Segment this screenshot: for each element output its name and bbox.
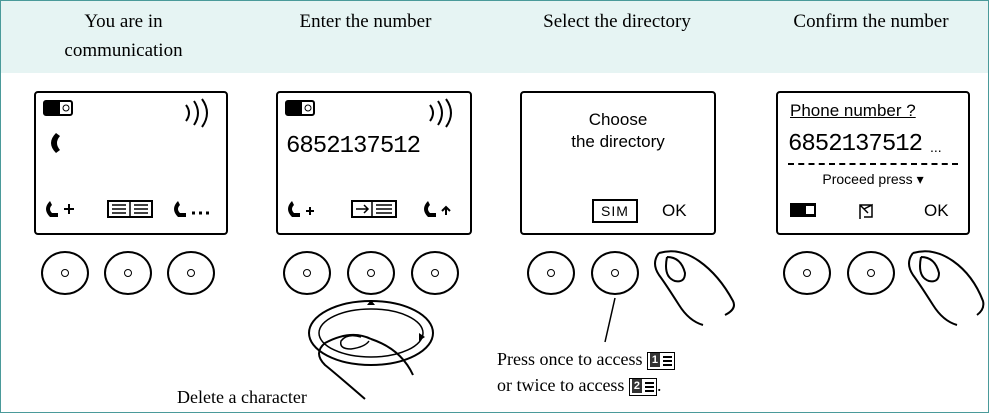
directory-1-icon: 1: [646, 351, 675, 370]
screen-3-title-line2: the directory: [571, 132, 665, 151]
proceed-press-label: Proceed press: [822, 171, 913, 187]
header-band: You are in communication Enter the numbe…: [1, 1, 988, 73]
phone3-left-button[interactable]: [527, 251, 575, 295]
sim-softkey[interactable]: SIM: [592, 199, 638, 223]
phone2-left-button[interactable]: [283, 251, 331, 295]
directory-2-icon: 2: [628, 377, 657, 396]
phone2-right-button[interactable]: [411, 251, 459, 295]
step-1-header-line2: communication: [64, 40, 183, 61]
ok-softkey-confirm[interactable]: OK: [924, 201, 949, 220]
press-twice-text: or twice to access: [497, 375, 625, 395]
screen-3-title-line1: Choose: [588, 110, 648, 129]
phone-screen-4: Phone number ? 6852137512 ... Proceed pr…: [776, 91, 970, 235]
phone-screen-3: Choose the directory SIM OK: [520, 91, 716, 235]
pressing-finger-3: [654, 250, 735, 326]
number-ellipsis: ...: [930, 139, 942, 155]
phone-screen-1: [34, 91, 228, 235]
press-once-note: Press once to access 1: [497, 349, 675, 370]
phone2-middle-button[interactable]: [347, 251, 395, 295]
press-once-text: Press once to access: [497, 349, 643, 369]
phone-screen-2: 6852137512: [276, 91, 472, 235]
ok-softkey[interactable]: OK: [662, 201, 687, 220]
phone3-middle-button[interactable]: [591, 251, 639, 295]
down-arrow-icon: ▾: [916, 171, 924, 187]
press-twice-period: .: [656, 375, 662, 395]
directory-2-number: 2: [631, 378, 642, 393]
phone-number-question: Phone number ?: [790, 101, 916, 120]
step-4-header: Confirm the number: [793, 11, 949, 32]
screen-3-title: Choose the directory: [522, 109, 714, 153]
press-twice-note: or twice to access 2.: [497, 375, 661, 396]
phone1-right-button[interactable]: [167, 251, 215, 295]
pointer-line: [604, 297, 616, 343]
phone4-middle-button[interactable]: [847, 251, 895, 295]
step-2-header: Enter the number: [299, 11, 432, 32]
screen-4-icons: [790, 203, 873, 219]
pressing-finger-4: [908, 250, 985, 326]
entered-number: 6852137512: [286, 133, 421, 160]
dial-wheel-finger: [308, 300, 434, 400]
step-3-header: Select the directory: [543, 11, 691, 32]
proceed-press-text: Proceed press ▾: [778, 171, 968, 188]
phone1-middle-button[interactable]: [104, 251, 152, 295]
screen-2-icons: [285, 98, 452, 218]
step-1-header-line1: You are in: [84, 11, 163, 32]
delete-character-note: Delete a character: [177, 387, 307, 407]
step-1-header: You are in communication: [21, 7, 226, 65]
screen-1-icons: [43, 98, 209, 218]
directory-1-number: 1: [649, 352, 660, 367]
dashed-divider: [788, 163, 958, 165]
confirm-number: 6852137512: [788, 131, 923, 158]
phone4-left-button[interactable]: [783, 251, 831, 295]
phone1-left-button[interactable]: [41, 251, 89, 295]
